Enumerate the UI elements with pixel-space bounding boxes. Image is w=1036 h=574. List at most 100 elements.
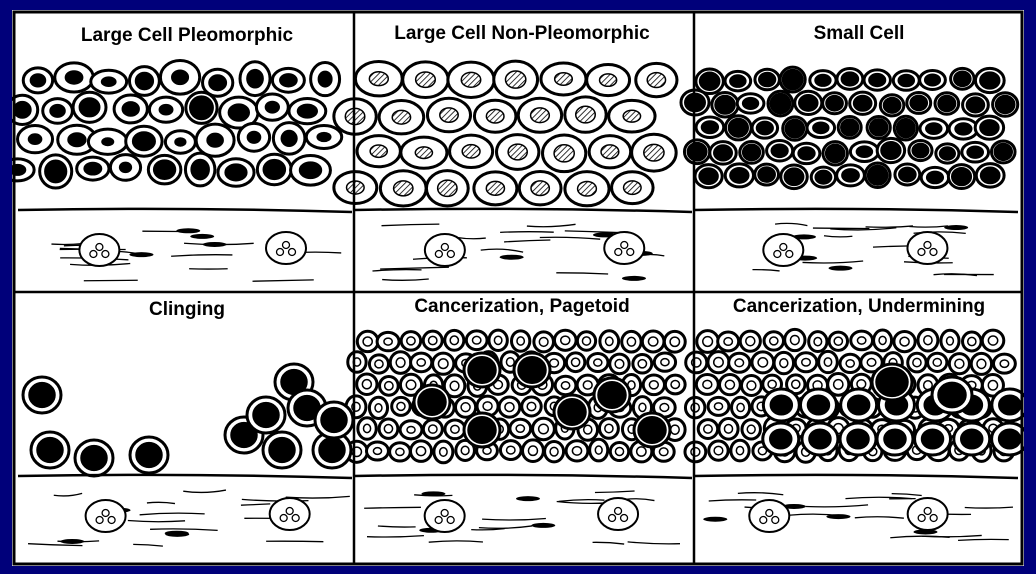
stroma-fiber <box>595 491 635 492</box>
non-pleomorphic-nucleus <box>505 71 525 88</box>
stroma-rbc <box>283 242 290 249</box>
pagetoid-tumor-nucleus <box>518 357 546 383</box>
stroma-fiber <box>382 279 429 280</box>
panel-title-cancerization-pagetoid: Cancerization, Pagetoid <box>354 297 690 316</box>
pagetoid-normal-nucleus <box>507 446 515 454</box>
stroma-fibroblast <box>531 523 555 528</box>
undermining-normal-nucleus <box>737 403 744 411</box>
pagetoid-normal-nucleus <box>606 337 613 345</box>
pleomorphic-nucleus <box>247 131 260 143</box>
non-pleomorphic-nucleus <box>392 110 410 124</box>
small-cell-nucleus <box>898 74 914 86</box>
small-cell-nucleus <box>815 170 831 184</box>
non-pleomorphic-nucleus <box>461 72 480 87</box>
pagetoid-tumor-nucleus <box>638 417 666 443</box>
undermining-normal-nucleus <box>968 337 976 345</box>
undermining-normal-nucleus <box>988 336 997 345</box>
stroma-fibroblast <box>165 531 189 536</box>
pagetoid-normal-nucleus <box>407 337 415 345</box>
undermining-tumor-nucleus <box>999 395 1021 415</box>
small-cell-nucleus <box>994 144 1012 161</box>
pleomorphic-nucleus <box>120 162 132 172</box>
stroma-rbc <box>102 510 109 517</box>
non-pleomorphic-nucleus <box>462 145 480 158</box>
stroma-fibroblast <box>828 266 852 271</box>
small-cell-nucleus <box>981 167 1000 183</box>
pagetoid-tumor-nucleus <box>468 417 496 443</box>
pleomorphic-nucleus <box>122 102 139 116</box>
pleomorphic-nucleus <box>190 96 213 119</box>
pagetoid-tumor-nucleus <box>558 399 586 425</box>
basement-membrane <box>18 209 352 212</box>
basement-membrane <box>354 209 692 212</box>
panel-title-large-cell-non-pleomorphic: Large Cell Non-Pleomorphic <box>354 24 690 43</box>
non-pleomorphic-nucleus <box>369 72 388 86</box>
undermining-tumor-nucleus <box>848 395 870 415</box>
pagetoid-normal-nucleus <box>539 337 548 346</box>
pleomorphic-nucleus <box>317 133 331 142</box>
undermining-tumor-nucleus <box>884 429 906 449</box>
small-cell-nucleus <box>841 119 859 136</box>
undermining-normal-nucleus <box>879 336 886 344</box>
pagetoid-normal-nucleus <box>363 424 370 432</box>
stroma-rbc <box>930 515 937 522</box>
small-cell-nucleus <box>926 123 942 134</box>
stroma-fiber <box>372 270 421 271</box>
stroma-rbc <box>289 249 296 256</box>
small-cell-nucleus <box>883 98 900 114</box>
undermining-normal-nucleus <box>933 358 941 366</box>
stroma-fiber <box>965 507 1013 508</box>
stroma-rbc <box>924 242 931 249</box>
stroma-fiber <box>752 270 779 271</box>
pleomorphic-nucleus <box>228 104 249 121</box>
pagetoid-normal-nucleus <box>384 338 392 345</box>
non-pleomorphic-nucleus <box>647 73 665 88</box>
pagetoid-normal-nucleus <box>429 336 437 344</box>
pagetoid-normal-nucleus <box>659 448 668 456</box>
small-cell-nucleus <box>743 144 761 160</box>
undermining-normal-nucleus <box>735 359 744 367</box>
stroma-rbc <box>286 508 293 515</box>
small-cell-nucleus <box>758 167 775 182</box>
stroma-rbc <box>615 508 622 515</box>
stroma-rbc <box>435 517 442 524</box>
clinging-nucleus <box>253 403 279 428</box>
undermining-normal-nucleus <box>924 336 932 345</box>
non-pleomorphic-nucleus <box>623 110 640 122</box>
undermining-normal-nucleus <box>857 337 865 344</box>
stroma-fiber <box>738 493 783 495</box>
small-cell-nucleus <box>854 95 872 111</box>
pagetoid-normal-nucleus <box>671 425 680 434</box>
stroma-fiber <box>471 529 504 530</box>
stroma-fiber <box>54 493 82 496</box>
stroma-fiber <box>253 280 314 281</box>
undermining-normal-nucleus <box>790 335 799 344</box>
stroma-fiber <box>540 237 600 239</box>
stroma-fibroblast <box>703 517 727 522</box>
stroma-rbc <box>930 249 937 256</box>
stroma-fiber <box>559 500 605 502</box>
small-cell-nucleus <box>955 123 972 135</box>
stroma-fibroblast <box>190 234 214 239</box>
pleomorphic-nucleus <box>209 75 226 91</box>
stroma-rbc <box>918 249 925 256</box>
pagetoid-normal-nucleus <box>494 336 501 344</box>
pagetoid-normal-nucleus <box>637 447 646 456</box>
pleomorphic-nucleus <box>191 159 209 179</box>
small-cell-nucleus <box>782 69 802 89</box>
clinging-nucleus <box>136 443 162 468</box>
stroma-rbc <box>96 517 103 524</box>
stroma-fiber <box>855 517 904 518</box>
undermining-normal-nucleus <box>867 359 876 367</box>
non-pleomorphic-nucleus <box>531 108 550 123</box>
small-cell-nucleus <box>826 96 843 111</box>
stroma-rbc <box>96 244 103 251</box>
pagetoid-normal-nucleus <box>362 380 371 389</box>
pleomorphic-nucleus <box>159 105 172 115</box>
non-pleomorphic-nucleus <box>554 145 574 162</box>
small-cell-nucleus <box>952 168 972 186</box>
non-pleomorphic-nucleus <box>347 181 365 194</box>
pagetoid-normal-nucleus <box>572 447 581 456</box>
small-cell-nucleus <box>980 120 999 135</box>
pagetoid-normal-nucleus <box>561 336 570 344</box>
